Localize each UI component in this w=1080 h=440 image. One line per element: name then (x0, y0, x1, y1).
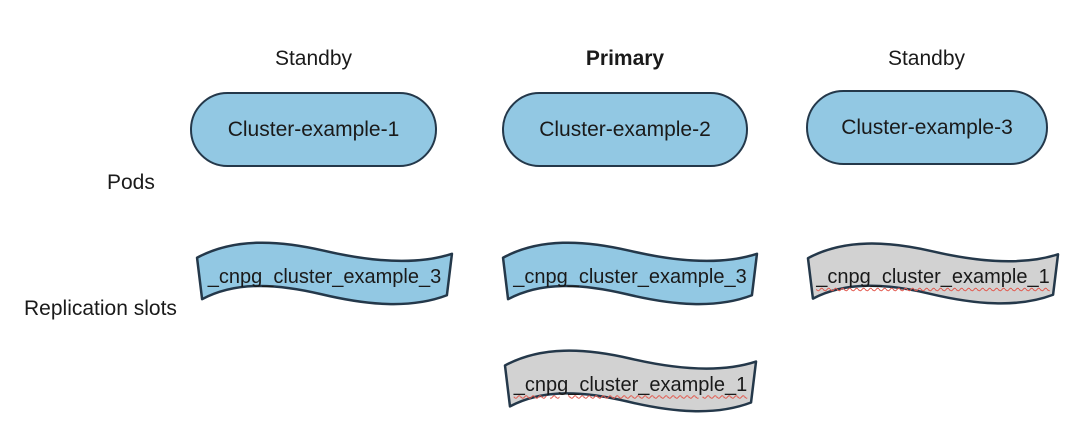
replication-slot-label: _cnpg_cluster_example_3 (207, 266, 442, 288)
replication-slot-label: _cnpg_cluster_example_1 (513, 373, 748, 396)
row-label-pods: Pods (107, 171, 155, 194)
pod-shape-cluster-example-2: Cluster-example-2 (502, 92, 748, 167)
column-role-label-primary: Primary (585, 47, 665, 70)
pod-shape-cluster-example-3: Cluster-example-3 (806, 90, 1048, 165)
wave-shape-icon (501, 344, 760, 422)
replication-slot-shape-inactive: _cnpg_cluster_example_1 (501, 344, 760, 422)
wave-shape-icon (804, 237, 1062, 314)
replication-slot-shape-inactive: _cnpg_cluster_example_1 (804, 237, 1062, 314)
pod-shape-cluster-example-1: Cluster-example-1 (190, 92, 437, 167)
pod-label: Cluster-example-2 (539, 117, 711, 141)
replication-slot-label: _cnpg_cluster_example_1 (816, 266, 1050, 288)
pod-label: Cluster-example-1 (227, 117, 400, 141)
replication-slot-shape: _cnpg_cluster_example_3 (499, 236, 761, 315)
wave-shape-icon (193, 236, 456, 315)
column-role-label-standby-2: Standby (887, 47, 966, 70)
replication-slot-label: _cnpg_cluster_example_3 (513, 266, 747, 288)
row-label-replication-slots: Replication slots (24, 297, 177, 320)
pod-label: Cluster-example-3 (841, 115, 1013, 139)
replication-slot-shape: _cnpg_cluster_example_3 (193, 236, 456, 315)
wave-shape-icon (499, 236, 761, 315)
column-role-label-standby-1: Standby (274, 47, 353, 70)
